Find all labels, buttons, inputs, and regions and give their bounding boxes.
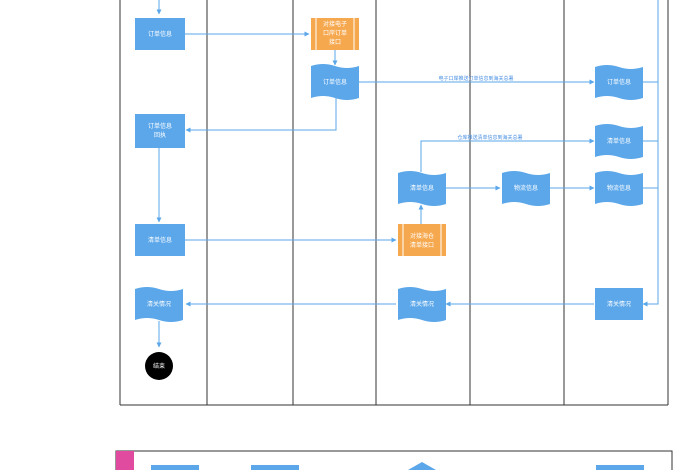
node-label: 口岸订单 xyxy=(323,29,347,37)
node-label: 订单信息 xyxy=(148,122,172,130)
data-node: 清关情况 xyxy=(398,287,446,322)
process-node: 订单信息 回执 xyxy=(135,114,185,148)
process-node: 订单信息 xyxy=(135,18,185,50)
lane-header xyxy=(116,451,134,470)
connector xyxy=(185,98,337,133)
node-label: 清关情况 xyxy=(147,300,171,308)
data-node: 订单信息 xyxy=(311,64,359,100)
data-node: 物流信息 xyxy=(595,171,643,206)
edge-label: 电子口岸推送订单信息到海关总署 xyxy=(438,75,513,82)
end-node: 结束 xyxy=(145,352,173,380)
data-node: 清关情况 xyxy=(135,287,183,322)
node-label: 物流信息 xyxy=(607,184,631,192)
connector xyxy=(643,0,659,83)
interface-node: 对接海仓 清单接口 xyxy=(398,224,446,256)
node-label: 清关情况 xyxy=(410,300,434,308)
data-node: 订单信息 xyxy=(595,65,643,100)
node-label: 清关情况 xyxy=(607,300,631,308)
process-node: 清单信息 xyxy=(135,224,185,256)
node-label: 订单信息 xyxy=(607,78,631,86)
connector xyxy=(420,138,595,172)
swimlane-frame xyxy=(119,0,669,406)
node-label: 订单信息 xyxy=(323,78,347,86)
edge-label: 仓库推送清单信息到海关总署 xyxy=(457,134,522,141)
node-label: 清单信息 xyxy=(607,137,631,145)
decision-node xyxy=(408,462,436,470)
process-node xyxy=(251,465,299,470)
node-label: 回执 xyxy=(154,131,166,139)
process-node xyxy=(151,465,199,470)
node-label: 物流信息 xyxy=(514,184,538,192)
node-label: 清单信息 xyxy=(148,236,172,244)
connector xyxy=(642,0,659,307)
second-diagram-frame xyxy=(115,450,673,470)
process-node: 清关情况 xyxy=(595,288,643,320)
second-diagram xyxy=(115,450,673,470)
node-label: 对接电子 xyxy=(323,20,347,28)
process-node xyxy=(596,465,644,470)
node-label: 结束 xyxy=(153,362,165,370)
data-node: 物流信息 xyxy=(502,171,550,206)
connectors xyxy=(156,0,659,348)
node-label: 接口 xyxy=(329,38,341,46)
node-label: 清单接口 xyxy=(410,241,434,249)
node-label: 对接海仓 xyxy=(410,232,434,240)
data-node: 清单信息 xyxy=(398,171,446,206)
node-label: 清单信息 xyxy=(410,184,434,192)
interface-node: 对接电子 口岸订单 接口 xyxy=(311,18,359,50)
data-node: 清单信息 xyxy=(595,124,643,159)
node-label: 订单信息 xyxy=(148,30,172,38)
